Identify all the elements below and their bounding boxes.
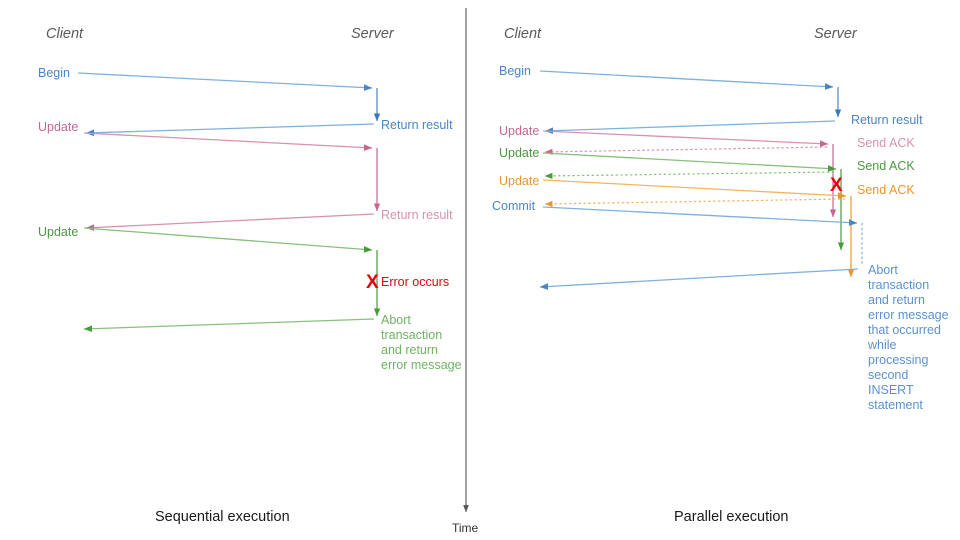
abort-note-sequential: Abort transaction and return error messa… xyxy=(381,313,462,372)
label-begin: Begin xyxy=(499,64,531,78)
abort-note-line: INSERT xyxy=(868,383,914,397)
label-update-2: Update xyxy=(499,146,539,160)
label-send-ack-3: Send ACK xyxy=(857,183,915,197)
label-return-result: Return result xyxy=(851,113,923,127)
caption-sequential: Sequential execution xyxy=(155,509,290,525)
label-send-ack-1: Send ACK xyxy=(857,136,915,150)
arrow-abort-return xyxy=(83,318,375,333)
arrow-begin xyxy=(539,70,834,90)
error-x-icon: X xyxy=(366,272,379,293)
error-x-icon: X xyxy=(830,175,843,196)
abort-note-line: processing xyxy=(868,353,928,367)
client-lane-title: Client xyxy=(504,26,542,42)
panel-parallel: Client Server Begin Return result Update… xyxy=(492,26,949,525)
label-error-occurs: Error occurs xyxy=(381,275,449,289)
label-return-result-1: Return result xyxy=(381,118,453,132)
label-return-result-2: Return result xyxy=(381,208,453,222)
arrow-update-2 xyxy=(542,152,837,172)
arrow-update-2 xyxy=(83,227,373,253)
arrow-send-ack-3 xyxy=(544,198,846,207)
label-update-2: Update xyxy=(38,225,78,239)
abort-note-line: and return xyxy=(868,293,925,307)
arrow-abort-return xyxy=(539,268,859,290)
arrow-update-1 xyxy=(83,132,373,151)
panel-sequential: Client Server Begin Return result Update… xyxy=(38,26,462,525)
abort-note-line: statement xyxy=(868,398,923,412)
time-axis-label: Time xyxy=(452,521,479,535)
server-lane-title: Server xyxy=(351,26,395,42)
abort-note-line: second xyxy=(868,368,908,382)
abort-note-line: error message xyxy=(868,308,949,322)
arrow-return-result-1 xyxy=(85,123,375,137)
abort-note-parallel: Abort transaction and return error messa… xyxy=(867,263,949,412)
label-update-3: Update xyxy=(499,174,539,188)
label-commit: Commit xyxy=(492,199,536,213)
arrow-commit xyxy=(542,206,858,226)
label-send-ack-2: Send ACK xyxy=(857,159,915,173)
abort-note-line: Abort xyxy=(381,313,411,327)
server-lane-title: Server xyxy=(814,26,858,42)
label-begin: Begin xyxy=(38,66,70,80)
arrow-update-1 xyxy=(542,130,829,148)
label-update-1: Update xyxy=(38,120,78,134)
abort-note-line: that occurred xyxy=(868,323,941,337)
caption-parallel: Parallel execution xyxy=(674,509,788,525)
arrow-return-result-2 xyxy=(85,213,375,231)
client-lane-title: Client xyxy=(46,26,84,42)
arrow-send-ack-2 xyxy=(544,171,835,180)
abort-note-line: and return xyxy=(381,343,438,357)
abort-note-line: while xyxy=(867,338,897,352)
arrow-send-ack-1 xyxy=(544,146,828,155)
label-update-1: Update xyxy=(499,124,539,138)
abort-note-line: Abort xyxy=(868,263,898,277)
abort-note-line: error message xyxy=(381,358,462,372)
abort-note-line: transaction xyxy=(381,328,442,342)
arrow-update-3 xyxy=(542,179,847,199)
arrow-begin xyxy=(77,72,373,91)
abort-note-line: transaction xyxy=(868,278,929,292)
arrow-return-result xyxy=(544,120,836,135)
